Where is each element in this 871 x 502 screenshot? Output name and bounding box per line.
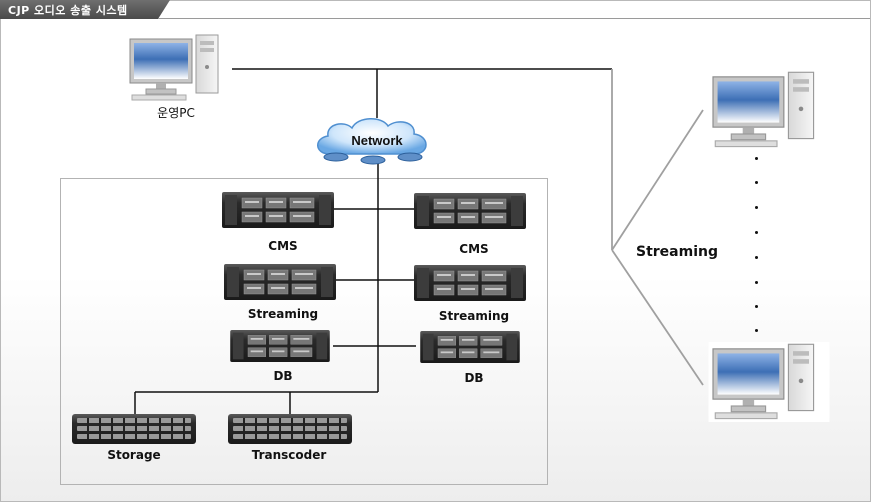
transcoder-label: Transcoder <box>251 448 327 462</box>
streaming-left-server-icon <box>224 264 336 300</box>
cms-left-server-icon <box>222 192 334 228</box>
storage-array-icon <box>72 414 196 444</box>
client-pc-bottom-icon <box>703 342 835 422</box>
streaming-label: Streaming <box>636 244 718 260</box>
client-pc-top-icon <box>703 70 835 150</box>
title-tab: CJP 오디오 송출 시스템 <box>0 0 170 19</box>
streaming-right-label: Streaming <box>438 309 510 323</box>
cms-right-server-icon <box>414 193 526 229</box>
db-right-label: DB <box>464 371 484 385</box>
network-label: Network <box>351 133 403 148</box>
diagram-title: CJP 오디오 송출 시스템 <box>8 4 128 17</box>
ops-pc-label: 운영PC <box>157 106 195 120</box>
db-right-server-icon <box>414 331 526 363</box>
streaming-left-label: Streaming <box>247 307 319 321</box>
server-group-box <box>60 178 548 485</box>
network-cloud-icon: Network <box>317 118 427 165</box>
line-streaming-bottom <box>611 249 704 386</box>
db-left-server-icon <box>224 330 336 362</box>
streaming-right-server-icon <box>414 265 526 301</box>
ops-pc-icon <box>126 33 232 103</box>
title-underline <box>158 18 870 19</box>
line-streaming-top <box>611 109 704 251</box>
cms-right-label: CMS <box>459 242 489 256</box>
storage-label: Storage <box>107 448 161 462</box>
transcoder-array-icon <box>228 414 352 444</box>
db-left-label: DB <box>273 369 293 383</box>
cms-left-label: CMS <box>268 239 298 253</box>
